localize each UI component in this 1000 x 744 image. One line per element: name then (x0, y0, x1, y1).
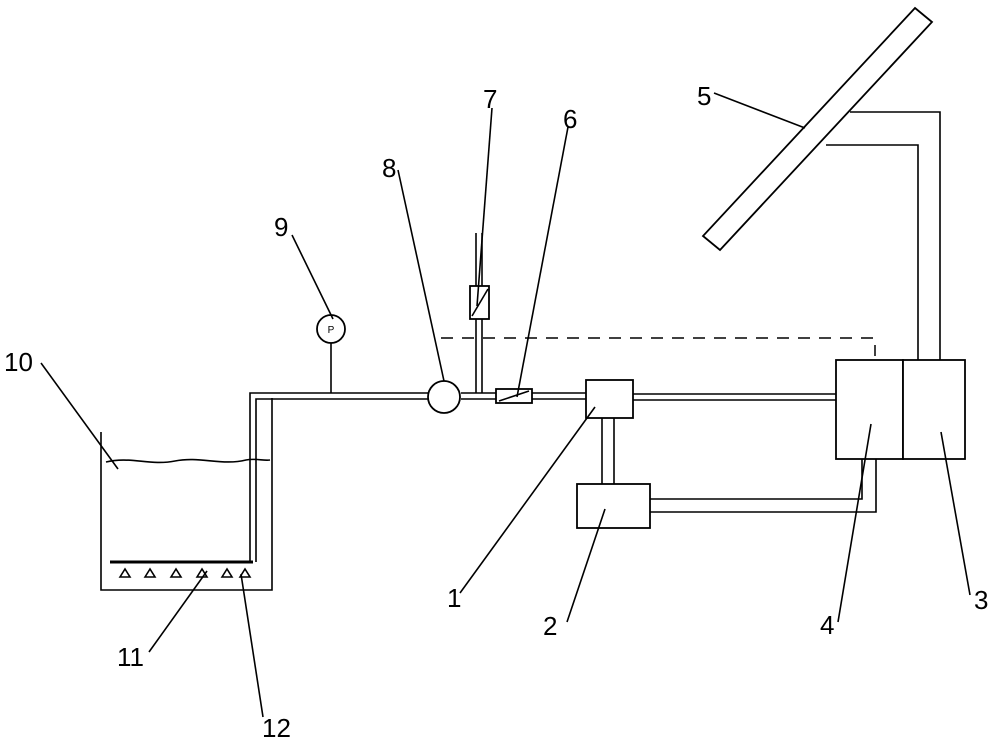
label-4: 4 (820, 610, 834, 640)
pipe-1-to-2 (601, 418, 615, 484)
pressure-gauge-9: P (316, 314, 346, 393)
label-3: 3 (974, 585, 988, 615)
aerator-nozzles-11 (118, 567, 252, 578)
label-8: 8 (382, 153, 396, 183)
label-10: 10 (4, 347, 33, 377)
label-6: 6 (563, 104, 577, 134)
label-11: 11 (117, 642, 144, 672)
gas-pipe-12 (249, 392, 836, 562)
unit-1 (585, 379, 634, 419)
label-12: 12 (262, 713, 291, 743)
unit-2 (576, 483, 651, 529)
leader-lines (40, 92, 971, 718)
label-9: 9 (274, 212, 288, 242)
tank-10 (100, 398, 273, 591)
unit-4 (835, 359, 904, 460)
panel-5 (701, 6, 934, 252)
label-7: 7 (483, 84, 497, 114)
gauge-symbol: P (328, 325, 335, 336)
label-1: 1 (447, 583, 461, 613)
inline-valve-6 (495, 388, 533, 404)
pipe-3-to-5 (826, 111, 941, 360)
liquid-surface (105, 458, 271, 464)
pump-8 (427, 380, 461, 414)
dashed-control-line (441, 337, 876, 356)
branch-valve-7 (469, 233, 490, 393)
pipe-2-to-4 (650, 459, 877, 513)
number-labels: 10 11 12 9 8 7 6 5 1 2 4 3 (4, 81, 988, 743)
label-2: 2 (543, 611, 557, 641)
unit-3 (902, 359, 966, 460)
label-5: 5 (697, 81, 711, 111)
